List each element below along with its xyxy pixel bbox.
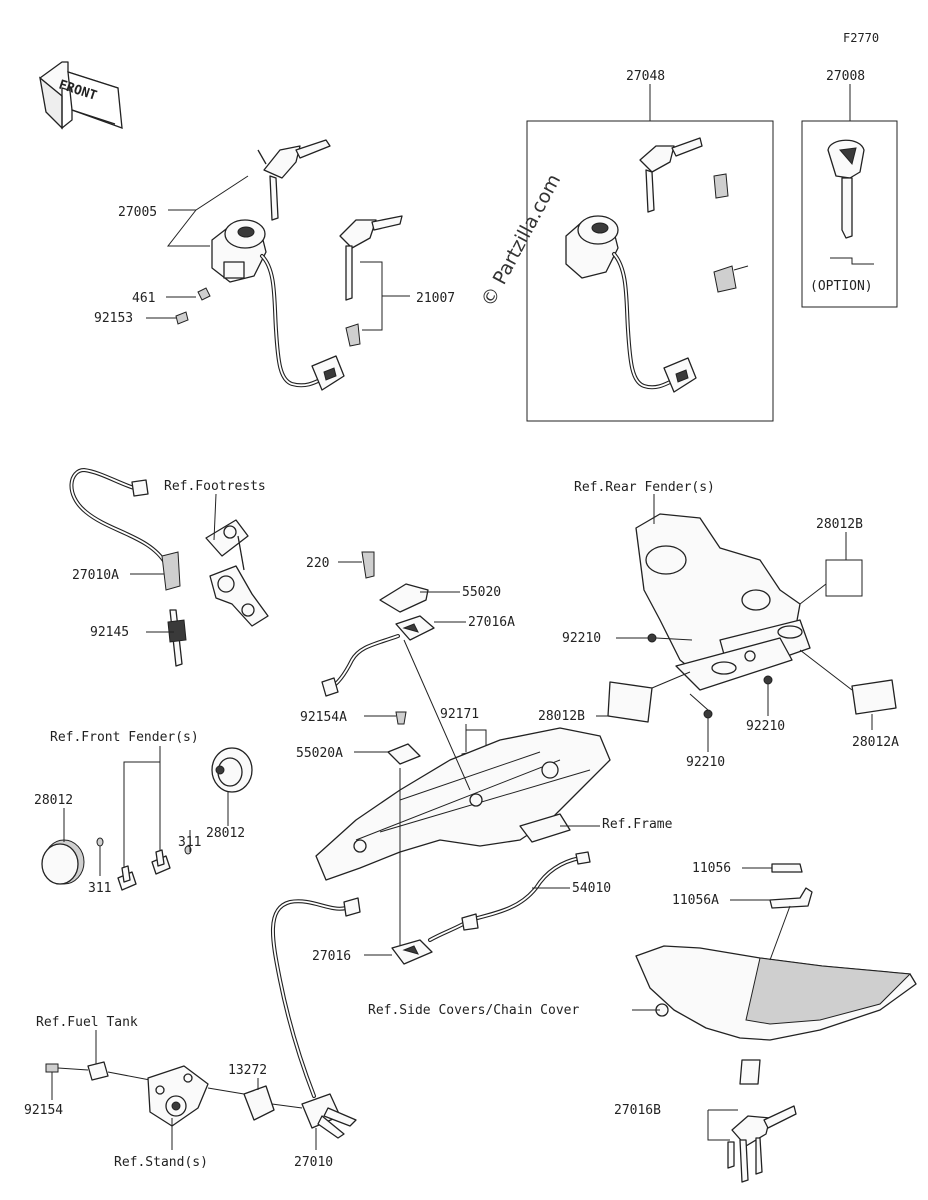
leader-92210-a <box>616 637 693 641</box>
label-92154A: 92154A <box>300 710 347 725</box>
label-ref-frame: Ref.Frame <box>602 817 673 832</box>
leader-27005 <box>166 175 249 247</box>
label-27008: 27008 <box>826 69 865 84</box>
ignition-switch-assembly-27005 <box>211 139 345 391</box>
cable-54010 <box>428 851 591 942</box>
rear-fender-reference <box>635 513 811 691</box>
label-28012A: 28012A <box>852 735 899 750</box>
leader-92210-b <box>689 693 709 752</box>
label-55020: 55020 <box>462 585 501 600</box>
leader-27016B <box>707 1109 738 1141</box>
label-27016B: 27016B <box>614 1103 661 1118</box>
label-27016: 27016 <box>312 949 351 964</box>
rear-frame-reference <box>315 727 611 881</box>
label-28012B-left: 28012B <box>538 709 585 724</box>
bolt-92154 <box>45 1063 59 1073</box>
bolt-92154A <box>395 711 407 725</box>
label-ref-rear-fender: Ref.Rear Fender(s) <box>574 480 715 495</box>
label-220: 220 <box>306 556 329 571</box>
label-ref-front-fender: Ref.Front Fender(s) <box>50 730 199 745</box>
label-27005: 27005 <box>118 205 157 220</box>
reflector-28012B-top <box>825 559 863 597</box>
part-11056 <box>771 863 803 873</box>
bracket-55020A <box>387 743 421 765</box>
label-92171: 92171 <box>440 707 479 722</box>
front-direction-arrow: FRONT <box>39 61 123 130</box>
bolt-220 <box>361 551 375 579</box>
label-ref-fuel-tank: Ref.Fuel Tank <box>36 1015 138 1030</box>
label-92210-c: 92210 <box>746 719 785 734</box>
label-311-b: 311 <box>88 881 111 896</box>
label-ref-footrests: Ref.Footrests <box>164 479 266 494</box>
leaders-27010A-92145 <box>130 573 174 633</box>
key-set-21007 <box>339 215 403 347</box>
bolt-92153 <box>175 311 189 325</box>
label-92210-b: 92210 <box>686 755 725 770</box>
bracket-13272 <box>243 1085 275 1121</box>
switch-27016A <box>321 615 435 697</box>
leader-28012B-left <box>596 671 691 717</box>
label-13272: 13272 <box>228 1063 267 1078</box>
leader-21007 <box>360 261 410 331</box>
watermark: © Partzilla.com <box>477 171 565 311</box>
nut-92210-c <box>763 675 773 685</box>
side-cover-reference <box>635 945 917 1085</box>
leaders-461-92153 <box>146 296 196 319</box>
label-ref-stand: Ref.Stand(s) <box>114 1155 208 1170</box>
footrest-bracket-reference <box>205 519 269 627</box>
label-27016A: 27016A <box>468 615 515 630</box>
leader-28012A <box>799 649 873 730</box>
front-fender-reflector-parts <box>41 747 253 891</box>
label-54010: 54010 <box>572 881 611 896</box>
leader-92154 <box>51 1067 151 1100</box>
leader-28012B-top <box>799 532 847 605</box>
label-461: 461 <box>132 291 155 306</box>
bracket-55020 <box>379 583 429 613</box>
nut-92210-a <box>647 633 657 643</box>
label-27010: 27010 <box>294 1155 333 1170</box>
label-92145: 92145 <box>90 625 129 640</box>
option-key-blank <box>827 139 874 265</box>
nut-461 <box>197 287 211 301</box>
label-11056: 11056 <box>692 861 731 876</box>
label-92210-a: 92210 <box>562 631 601 646</box>
sidestand-switch-27010 <box>271 897 361 1139</box>
key-set-27016B <box>727 1105 797 1183</box>
frame-leaders <box>399 639 471 948</box>
reflector-28012B-left <box>607 681 653 723</box>
part-11056A <box>769 887 813 909</box>
figure-code: F2770 <box>843 31 879 45</box>
label-ref-side-covers: Ref.Side Covers/Chain Cover <box>368 1003 579 1018</box>
label-311-a: 311 <box>178 835 201 850</box>
nut-92210-b <box>703 709 713 719</box>
label-27048: 27048 <box>626 69 665 84</box>
leader-11056A <box>730 899 791 961</box>
switch-27016 <box>391 939 433 965</box>
side-stand-bracket-reference <box>147 1065 209 1127</box>
leader-ref-front-fender <box>123 746 161 876</box>
kit-27048-contents <box>565 137 749 393</box>
rear-brake-light-switch-27010A <box>69 467 187 667</box>
label-55020A: 55020A <box>296 746 343 761</box>
reflector-28012A <box>851 679 897 715</box>
option-label: (OPTION) <box>810 279 873 294</box>
leader-13272 <box>207 1078 259 1095</box>
clip-fuel-tank <box>87 1061 109 1081</box>
label-28012B-top: 28012B <box>816 517 863 532</box>
label-21007: 21007 <box>416 291 455 306</box>
label-92153: 92153 <box>94 311 133 326</box>
label-11056A: 11056A <box>672 893 719 908</box>
leader-ref-footrests <box>213 493 217 541</box>
label-27010A: 27010A <box>72 568 119 583</box>
label-28012-left: 28012 <box>34 793 73 808</box>
label-28012-right: 28012 <box>206 826 245 841</box>
label-92154: 92154 <box>24 1103 63 1118</box>
